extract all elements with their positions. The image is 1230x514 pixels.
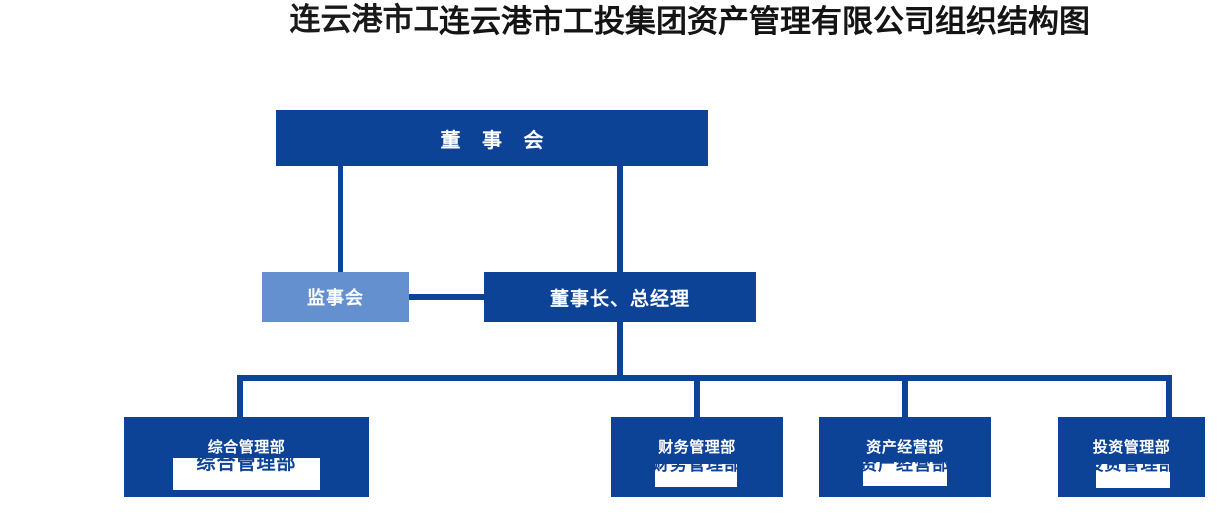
node-department-finance-management[interactable]: 财务管理部 财务管理部 <box>611 417 783 497</box>
department-overlay-rect <box>173 458 320 490</box>
connector-supervisor-to-chairman <box>409 294 485 300</box>
node-department-investment-management[interactable]: 投资管理部 投资管理部 <box>1058 417 1205 497</box>
department-label-upper: 资产经营部 <box>866 439 944 456</box>
node-board-label: 董 事 会 <box>440 129 552 152</box>
department-overlay-rect <box>863 462 947 486</box>
department-label-upper: 投资管理部 <box>1092 439 1171 456</box>
node-board-of-supervisors[interactable]: 监事会 <box>262 272 409 322</box>
department-label-lower: 综合管理部 <box>196 453 297 474</box>
node-department-general-management[interactable]: 综合管理部 综合管理部 <box>124 417 369 497</box>
connector-chairman-trunk <box>617 322 623 376</box>
department-label-lower: 投资管理部 <box>1086 455 1177 474</box>
department-overlay-rect <box>1096 464 1170 488</box>
page-title-overlay: 连云港市工投集团资产管理有限公司组织结构图 <box>438 2 1091 42</box>
department-label-upper: 财务管理部 <box>658 439 736 456</box>
department-label-upper: 综合管理部 <box>207 439 286 456</box>
connector-drop-dept-4 <box>1166 375 1172 417</box>
node-chairman-label: 董事长、总经理 <box>549 288 690 310</box>
connector-board-to-supervisor <box>338 166 343 273</box>
department-overlay-rect <box>655 464 737 487</box>
node-department-asset-operation[interactable]: 资产经营部 资产经营部 <box>819 417 991 497</box>
connector-drop-dept-3 <box>902 375 908 417</box>
node-supervisor-label: 监事会 <box>307 288 364 308</box>
node-chairman-general-manager[interactable]: 董事长、总经理 <box>484 272 756 322</box>
department-label-lower: 财务管理部 <box>652 455 742 474</box>
connector-drop-dept-2 <box>694 375 700 417</box>
connector-drop-dept-1 <box>237 375 243 417</box>
department-label-lower: 资产经营部 <box>860 455 950 474</box>
connector-department-bus <box>237 375 1172 381</box>
node-board-of-directors[interactable]: 董 事 会 <box>276 110 708 166</box>
connector-board-to-chairman <box>617 166 623 273</box>
